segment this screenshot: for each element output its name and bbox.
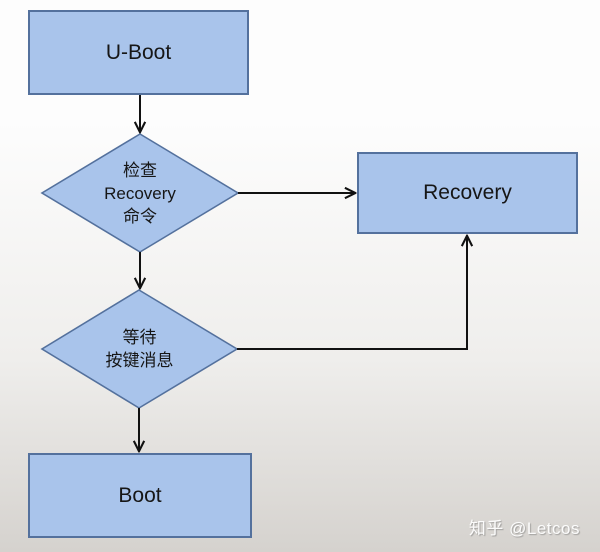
- node-boot-label: Boot: [118, 483, 162, 507]
- arrow-wait-key-to-recovery: [237, 237, 467, 350]
- node-check-recovery: 检查 Recovery 命令: [42, 134, 238, 252]
- node-recovery: Recovery: [357, 152, 578, 234]
- node-boot: Boot: [28, 453, 252, 538]
- watermark: 知乎 @Letcos: [469, 514, 580, 539]
- node-recovery-label: Recovery: [423, 181, 512, 204]
- node-uboot-label: U-Boot: [105, 40, 172, 64]
- node-wait-key: 等待 按键消息: [42, 290, 237, 408]
- node-uboot: U-Boot: [28, 10, 249, 95]
- node-check-recovery-label: 检查 Recovery 命令: [104, 160, 176, 226]
- watermark-text: 知乎 @Letcos: [468, 519, 580, 538]
- node-wait-key-label: 等待 按键消息: [105, 328, 174, 370]
